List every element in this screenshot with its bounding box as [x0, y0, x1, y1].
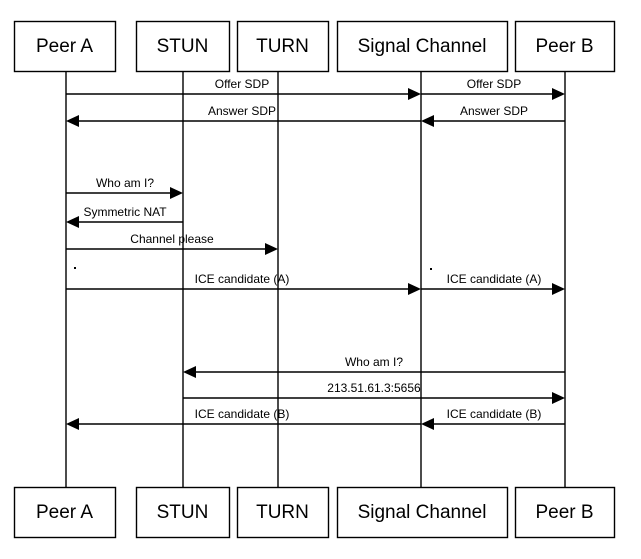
message-ice-a-a-to-signal[interactable]: ICE candidate (A) — [66, 272, 421, 295]
message-layer: Offer SDP Offer SDP Answer SDP Answer SDP Wh… — [66, 77, 565, 430]
actor-label-peer-b: Peer B — [535, 36, 593, 57]
actor-label-signal-channel: Signal Channel — [358, 36, 487, 57]
actor-box-peer-a-bottom[interactable]: Peer A — [13, 486, 117, 539]
message-arrowhead-answer-sdp-signal-to-a — [66, 115, 79, 127]
actor-header-layer: Peer A STUN TURN Signal Channel Peer B — [13, 20, 616, 73]
actor-box-rect-peer-b — [514, 486, 616, 539]
message-who-am-i-b-to-stun[interactable]: Who am I? — [183, 355, 565, 378]
message-arrowhead-addr-stun-to-b — [552, 392, 565, 404]
actor-box-stun-top[interactable]: STUN — [135, 20, 231, 73]
actor-box-rect-signal-channel — [336, 486, 509, 539]
actor-box-rect-signal-channel — [336, 20, 509, 73]
message-channel-please-a-to-turn[interactable]: Channel please — [66, 232, 278, 255]
message-offer-sdp-signal-to-b[interactable]: Offer SDP — [421, 77, 565, 100]
message-arrowhead-who-am-i-a-to-stun — [170, 187, 183, 199]
actor-box-signal-channel-bottom[interactable]: Signal Channel — [336, 486, 509, 539]
actor-label-turn: TURN — [256, 36, 309, 57]
message-label-ice-a-a-to-signal: ICE candidate (A) — [195, 272, 290, 286]
message-symmetric-nat-stun-to-a[interactable]: Symmetric NAT — [66, 205, 183, 228]
message-answer-sdp-b-to-signal[interactable]: Answer SDP — [421, 104, 565, 127]
stray-mark-dot-right — [430, 268, 432, 270]
message-arrowhead-offer-sdp-a-to-signal — [408, 88, 421, 100]
message-ice-a-signal-to-b[interactable]: ICE candidate (A) — [421, 272, 565, 295]
actor-box-rect-peer-b — [514, 20, 616, 73]
actor-label-peer-a: Peer A — [36, 502, 93, 523]
message-label-offer-sdp-signal-to-b: Offer SDP — [467, 77, 521, 91]
message-who-am-i-a-to-stun[interactable]: Who am I? — [66, 176, 183, 199]
actor-box-rect-turn — [236, 486, 330, 539]
message-label-addr-stun-to-b: 213.51.61.3:5656 — [327, 381, 421, 395]
actor-label-stun: STUN — [157, 36, 209, 57]
message-label-channel-please-a-to-turn: Channel please — [130, 232, 214, 246]
message-arrowhead-channel-please-a-to-turn — [265, 243, 278, 255]
message-arrowhead-offer-sdp-signal-to-b — [552, 88, 565, 100]
actor-box-turn-bottom[interactable]: TURN — [236, 486, 330, 539]
lifeline-layer — [65, 71, 566, 487]
actor-label-signal-channel: Signal Channel — [358, 502, 487, 523]
actor-box-peer-b-top[interactable]: Peer B — [514, 20, 616, 73]
actor-box-rect-peer-a — [13, 486, 117, 539]
message-arrowhead-ice-a-signal-to-b — [552, 283, 565, 295]
message-label-answer-sdp-b-to-signal: Answer SDP — [460, 104, 528, 118]
actor-box-rect-peer-a — [13, 20, 117, 73]
message-label-ice-b-b-to-signal: ICE candidate (B) — [447, 407, 542, 421]
message-label-who-am-i-a-to-stun: Who am I? — [96, 176, 154, 190]
message-answer-sdp-signal-to-a[interactable]: Answer SDP — [66, 104, 421, 127]
actor-box-peer-a-top[interactable]: Peer A — [13, 20, 117, 73]
message-label-ice-a-signal-to-b: ICE candidate (A) — [447, 272, 542, 286]
message-arrowhead-ice-b-b-to-signal — [421, 418, 434, 430]
actor-label-peer-b: Peer B — [535, 502, 593, 523]
actor-label-turn: TURN — [256, 502, 309, 523]
actor-box-rect-stun — [135, 20, 231, 73]
message-arrowhead-ice-b-signal-to-a — [66, 418, 79, 430]
message-label-symmetric-nat-stun-to-a: Symmetric NAT — [83, 205, 167, 219]
message-arrowhead-who-am-i-b-to-stun — [183, 366, 196, 378]
actor-box-rect-turn — [236, 20, 330, 73]
actor-box-rect-stun — [135, 486, 231, 539]
actor-box-peer-b-bottom[interactable]: Peer B — [514, 486, 616, 539]
message-label-answer-sdp-signal-to-a: Answer SDP — [208, 104, 276, 118]
actor-box-signal-channel-top[interactable]: Signal Channel — [336, 20, 509, 73]
message-label-offer-sdp-a-to-signal: Offer SDP — [215, 77, 269, 91]
actor-box-turn-top[interactable]: TURN — [236, 20, 330, 73]
message-arrowhead-symmetric-nat-stun-to-a — [66, 216, 79, 228]
message-offer-sdp-a-to-signal[interactable]: Offer SDP — [66, 77, 421, 100]
message-ice-b-b-to-signal[interactable]: ICE candidate (B) — [421, 407, 565, 430]
message-arrowhead-answer-sdp-b-to-signal — [421, 115, 434, 127]
message-label-who-am-i-b-to-stun: Who am I? — [345, 355, 403, 369]
actor-label-stun: STUN — [157, 502, 209, 523]
stray-mark-layer — [74, 267, 432, 270]
actor-footer-layer: Peer A STUN TURN Signal Channel Peer B — [13, 486, 616, 539]
message-arrowhead-ice-a-a-to-signal — [408, 283, 421, 295]
actor-box-stun-bottom[interactable]: STUN — [135, 486, 231, 539]
message-label-ice-b-signal-to-a: ICE candidate (B) — [195, 407, 290, 421]
stray-mark-dot-left — [74, 267, 76, 269]
message-ice-b-signal-to-a[interactable]: ICE candidate (B) — [66, 407, 421, 430]
message-addr-stun-to-b[interactable]: 213.51.61.3:5656 — [183, 381, 565, 404]
actor-label-peer-a: Peer A — [36, 36, 93, 57]
